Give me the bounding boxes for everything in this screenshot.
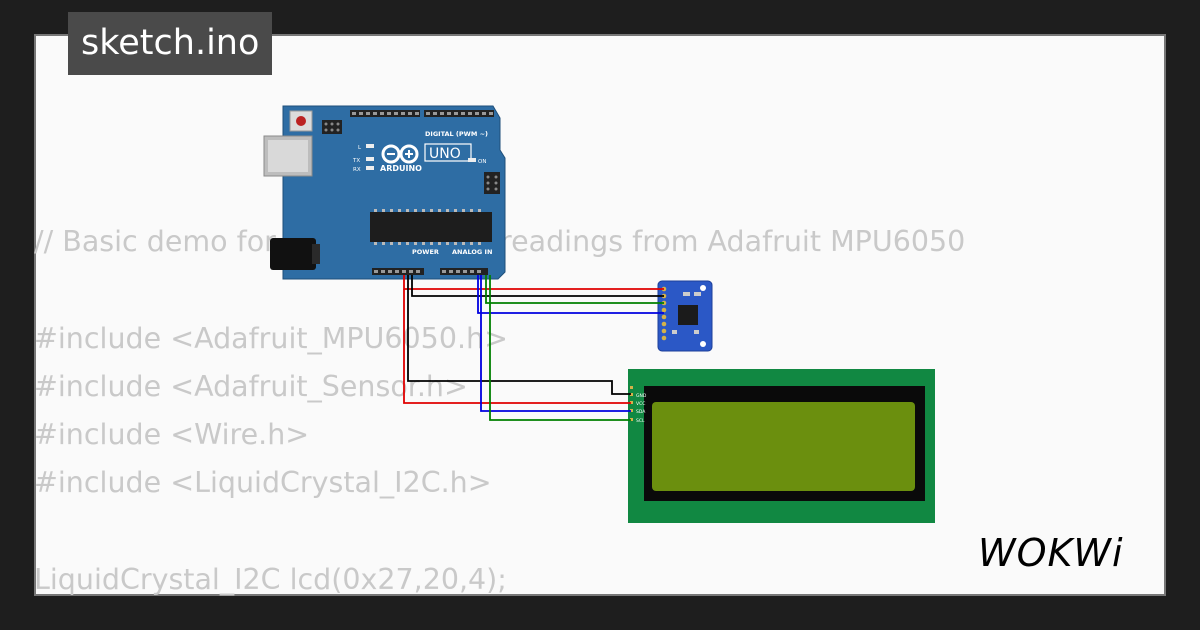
code-line: #include <Wire.h> bbox=[34, 418, 310, 452]
microcontroller-chip bbox=[370, 212, 492, 242]
arduino-brand-label: ARDUINO bbox=[380, 164, 422, 173]
lcd-pin-gnd: GND bbox=[636, 393, 647, 399]
wires bbox=[403, 275, 664, 421]
rx-label: RX bbox=[353, 167, 361, 173]
wokwi-logo: WOKWi bbox=[976, 526, 1151, 582]
wire-mpu-sda[interactable] bbox=[477, 275, 664, 314]
lcd-pin-vcc: VCC bbox=[636, 401, 645, 407]
wire-lcd-sda[interactable] bbox=[480, 275, 631, 412]
wire-mpu-gnd[interactable] bbox=[411, 275, 664, 297]
mpu-chip bbox=[678, 305, 698, 325]
diagram-canvas[interactable] bbox=[34, 34, 1166, 596]
digital-header-right bbox=[424, 110, 494, 117]
lcd-display[interactable]: GND VCC SDA SCL bbox=[628, 369, 935, 523]
l-led bbox=[366, 144, 374, 148]
file-tab[interactable]: sketch.ino bbox=[68, 12, 273, 75]
code-line: #include <Adafruit_MPU6050.h> bbox=[34, 321, 508, 355]
mpu6050-module[interactable] bbox=[657, 280, 713, 352]
wokwi-logo-text: WOKWi bbox=[978, 531, 1124, 575]
on-led bbox=[468, 158, 476, 162]
on-label: ON bbox=[478, 159, 486, 165]
lcd-pin-scl: SCL bbox=[636, 418, 645, 424]
arduino-logo-icon bbox=[381, 144, 419, 164]
wire-lcd-gnd[interactable] bbox=[407, 275, 631, 395]
code-line: #include <Adafruit_Sensor.h> bbox=[34, 369, 468, 403]
code-line: LiquidCrystal_I2C lcd(0x27,20,4); bbox=[34, 563, 507, 597]
rx-led bbox=[366, 166, 374, 170]
arduino-uno-board[interactable]: DIGITAL (PWM ~) UNO ARDUINO L TX RX ON bbox=[263, 105, 506, 280]
lcd-screen bbox=[652, 402, 915, 491]
uno-label: UNO bbox=[429, 146, 461, 162]
lcd-pin-sda: SDA bbox=[636, 409, 646, 415]
analog-label: ANALOG IN bbox=[452, 248, 492, 256]
wire-lcd-vcc[interactable] bbox=[403, 289, 631, 404]
wire-mpu-scl[interactable] bbox=[485, 275, 664, 304]
l-led-label: L bbox=[358, 145, 362, 151]
power-jack bbox=[270, 238, 316, 270]
tx-led bbox=[366, 157, 374, 161]
tx-label: TX bbox=[352, 158, 360, 164]
wire-lcd-scl[interactable] bbox=[489, 275, 631, 421]
code-line: #include <LiquidCrystal_I2C.h> bbox=[34, 466, 492, 500]
digital-header-label: DIGITAL (PWM ~) bbox=[425, 130, 488, 138]
digital-header-left bbox=[350, 110, 420, 117]
power-label: POWER bbox=[412, 248, 439, 256]
